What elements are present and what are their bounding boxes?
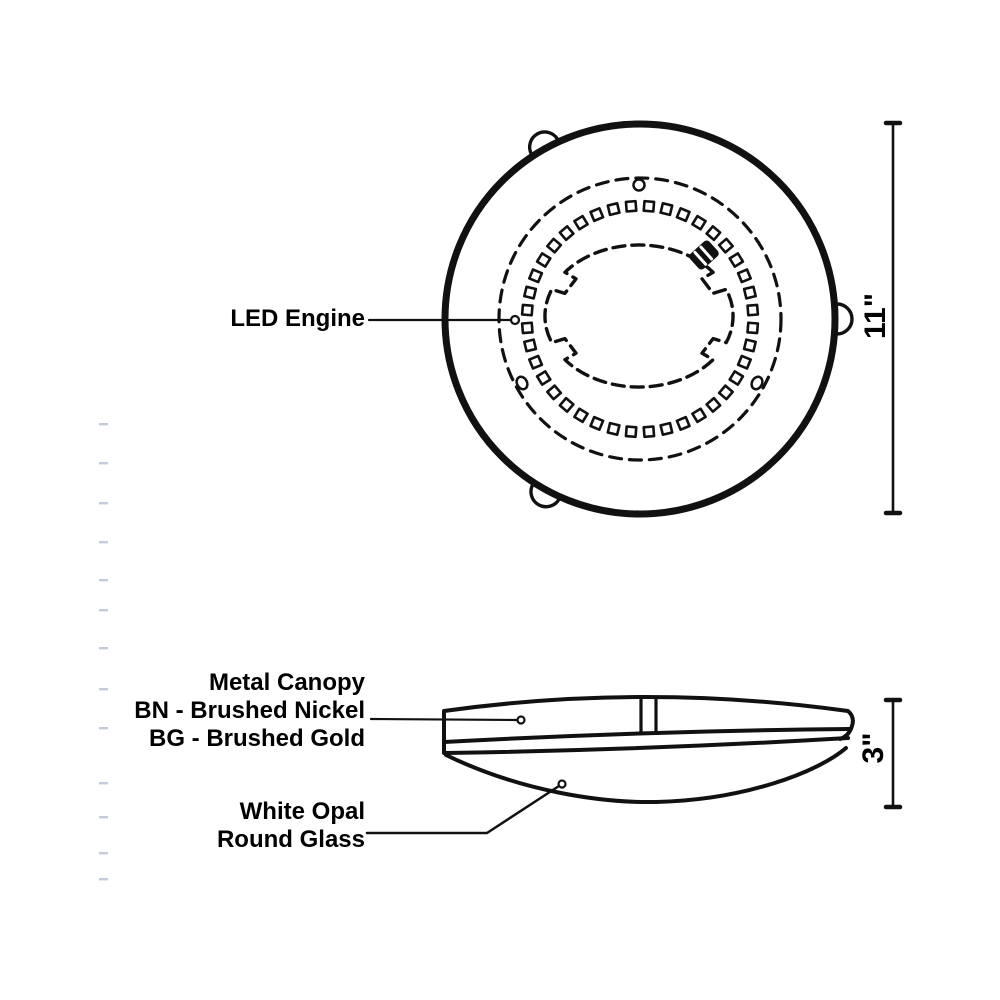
led-engine-leader-dot [509,314,521,326]
scan-tick [99,878,108,881]
scan-tick [99,782,108,785]
scan-tick [99,541,108,544]
canopy-label: Metal Canopy BN - Brushed Nickel BG - Br… [95,669,365,753]
scan-tick [99,462,108,465]
led-module-square [728,370,745,386]
scan-tick [99,647,108,650]
led-module-square [691,214,707,231]
canopy-label-line1: Metal Canopy [208,669,365,696]
screw-hole-lower-right [750,375,764,391]
led-module-square [659,421,674,436]
glass-leader-line [365,784,561,835]
canopy-label-line3: BG - Brushed Gold [149,725,365,752]
led-module-square [520,321,534,335]
scan-tick [99,579,108,582]
glass-label-line2: Round Glass [216,826,365,853]
led-module-square [589,415,605,431]
led-module-square [742,285,757,300]
scan-tick [99,688,108,691]
led-module-square [624,425,638,439]
glass-bowl-outline [444,746,848,805]
led-module-square [728,252,745,268]
height-dimension-text: 3" [857,732,890,764]
led-module-square [736,268,752,284]
led-engine-label: LED Engine [230,305,365,332]
led-module-ring [520,199,760,439]
led-module-square [705,396,722,413]
mounting-lug-top [527,130,560,156]
scan-tick [99,423,108,426]
led-module-square [736,354,752,370]
mounting-plate-dashed-outline [543,243,735,389]
led-module-square [717,237,734,254]
canopy-leader-dot [516,715,526,725]
led-module-square [642,199,656,213]
led-module-square [746,321,760,335]
top-view [367,120,903,518]
led-module-square [624,199,638,213]
scan-tick [99,727,108,730]
canopy-label-line2: BN - Brushed Nickel [134,697,365,724]
led-module-square [675,207,691,223]
glass-leader-dot [557,779,567,789]
led-module-square [589,207,605,223]
led-module-square [523,285,538,300]
led-module-square [606,421,621,436]
diameter-dimension-text: 11" [859,293,892,339]
left-margin-ticks [99,423,108,881]
screw-hole-lower-left [515,375,529,391]
led-module-square [528,354,544,370]
diameter-dimension-line [883,120,903,516]
height-dimension-line [883,697,903,810]
led-module-square [558,396,575,413]
led-module-square [523,338,538,353]
led-module-square [642,425,656,439]
led-module-square [528,268,544,284]
glass-label: White Opal Round Glass [95,798,365,854]
led-module-square [573,407,589,424]
canopy-rim-edge [443,736,850,755]
led-module-square [659,202,674,217]
led-module-square [520,303,534,317]
led-module-square [606,202,621,217]
led-module-square [573,214,589,231]
led-module-square [705,225,722,242]
led-module-square [717,384,734,401]
led-module-square [691,407,707,424]
scan-tick [99,502,108,505]
connector-block [689,240,719,270]
scan-tick [99,816,108,819]
side-view [365,695,903,835]
canopy-band-outline [442,695,855,755]
scan-tick [99,609,108,612]
scan-tick [99,852,108,855]
mounting-lug-bottom [529,482,561,509]
led-module-square [746,303,760,317]
led-module-square [742,338,757,353]
canopy-band-bottom-edge [442,727,851,744]
glass-label-line1: White Opal [239,798,365,825]
led-module-square [546,384,563,401]
led-module-square [535,252,552,268]
led-module-square [558,225,575,242]
led-module-square [546,237,563,254]
canopy-leader-line [369,717,519,722]
led-module-square [675,415,691,431]
led-module-square [535,370,552,386]
mounting-lug-right [835,302,854,336]
screw-hole-top [632,178,646,192]
